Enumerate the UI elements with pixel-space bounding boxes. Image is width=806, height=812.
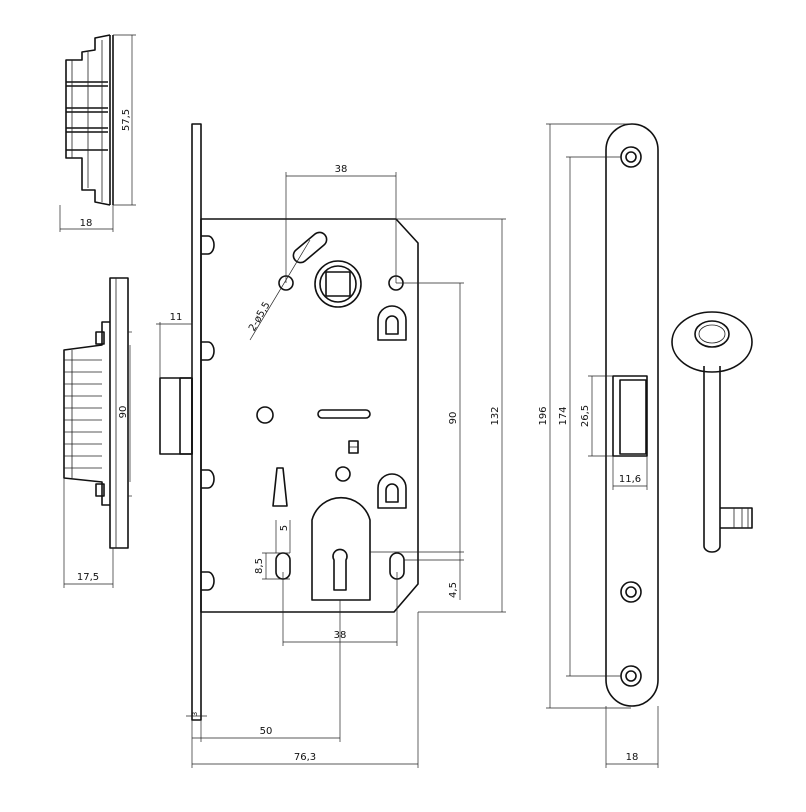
key: [671, 311, 753, 553]
dim-5-label: 5: [279, 525, 290, 531]
dim-plate-thickness-label: 3: [191, 712, 199, 716]
dim-side-depth-label: 17,5: [77, 572, 99, 583]
dim-bolt-offset: 11: [156, 312, 193, 378]
lower-d-keeper: [377, 473, 407, 509]
dim-top-height: 57,5: [113, 34, 136, 206]
dim-top-38: 38: [285, 164, 397, 283]
dim-50: 50: [192, 600, 341, 742]
spindle-hub: [314, 260, 362, 308]
dim-top-38-label: 38: [335, 164, 348, 175]
dim-132-label: 132: [490, 406, 501, 425]
dim-hole-diameter-label: 2-ø5,5: [247, 300, 273, 333]
faceplate-view: [605, 123, 659, 707]
top-view: [65, 34, 114, 206]
front-view: [159, 123, 419, 721]
latch-opening: [612, 375, 648, 457]
faceplate-hole-top: [620, 146, 642, 168]
vertical-tapered-slot: [272, 467, 288, 507]
dim-76-3-label: 76,3: [294, 752, 316, 763]
dim-196: 196: [538, 123, 631, 709]
dim-plate-thickness: 3: [186, 712, 207, 742]
faceplate-hole-mid: [620, 581, 642, 603]
dim-174: 174: [558, 156, 621, 677]
dim-faceplate-width-label: 18: [626, 752, 639, 763]
dim-side-height: 90: [118, 331, 132, 497]
keyhole-cover: [311, 496, 371, 601]
dim-top-height-label: 57,5: [121, 109, 132, 131]
plate-rivets: [201, 235, 215, 591]
dim-8-5: 8,5: [254, 552, 290, 580]
dim-11-6-label: 11,6: [619, 474, 641, 485]
dim-11-6: 11,6: [612, 456, 648, 490]
dim-76-3: 76,3: [191, 612, 419, 768]
dim-132: 132: [396, 218, 506, 613]
dim-90-center: 90: [370, 282, 464, 553]
dim-top-width-label: 18: [80, 218, 93, 229]
dim-5: 5: [275, 520, 291, 553]
side-view: [63, 277, 129, 549]
dim-8-5-label: 8,5: [254, 558, 265, 574]
mid-hole: [256, 406, 274, 424]
dim-50-label: 50: [260, 726, 273, 737]
dim-side-depth: 17,5: [63, 478, 114, 588]
dim-174-label: 174: [558, 406, 569, 425]
faceplate-hole-bottom: [620, 665, 642, 687]
dim-faceplate-width: 18: [605, 706, 659, 768]
dim-bolt-offset-label: 11: [170, 312, 183, 323]
lower-small-hole: [335, 466, 351, 482]
dim-top-width: 18: [59, 205, 114, 232]
upper-d-keeper: [377, 305, 407, 341]
dim-4-5-label: 4,5: [448, 582, 459, 598]
dim-26-5: 26,5: [580, 375, 613, 457]
slanted-slot: [292, 231, 328, 264]
dim-26-5-label: 26,5: [580, 405, 591, 427]
dim-side-height-label: 90: [118, 406, 129, 419]
dim-4-5: 4,5: [404, 552, 464, 600]
small-slot-right: [389, 552, 405, 580]
horizontal-slot: [317, 409, 371, 419]
dim-196-label: 196: [538, 406, 549, 425]
dim-hole-diameter: 2-ø5,5: [247, 239, 311, 341]
dim-90-center-label: 90: [448, 412, 459, 425]
small-slot-left: [275, 552, 291, 580]
